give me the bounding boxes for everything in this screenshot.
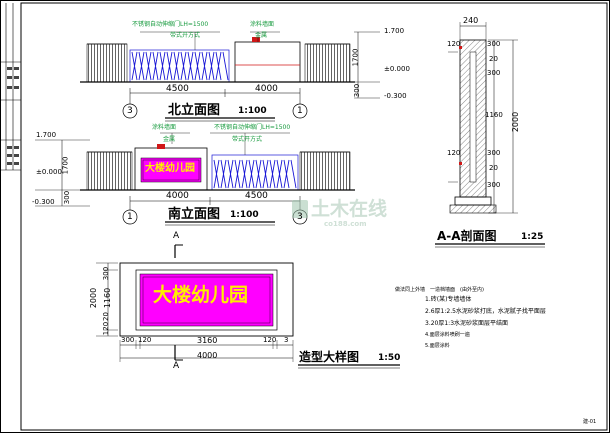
notes-head: 做法同上外墙 一造档墙面 (由外至内) — [395, 287, 484, 293]
south-h-lower: 300 — [63, 190, 72, 205]
section-20-top: 20 — [489, 55, 498, 63]
section-120-top: 120 — [447, 40, 461, 48]
notes-line-3: 3.20厚1:3水泥砂浆面层平结面 — [425, 320, 509, 327]
south-wall-label: 涂料墙面 — [152, 124, 177, 131]
notes-line-2: 2.6厚1:2.5水泥砂浆打底，水泥腻子找平面层 — [425, 308, 546, 315]
detail-d-3160: 3160 — [197, 336, 218, 345]
detail-d-300: 300 — [121, 336, 135, 344]
drawing-frame — [20, 2, 608, 431]
detail-v-20: 20 — [101, 312, 110, 321]
north-dim-right: 4000 — [255, 84, 278, 94]
south-wall-label-2: 金属 — [163, 136, 176, 143]
section-20-bottom: 20 — [489, 164, 498, 172]
notes-line-4: 4.面层涂料喷刷一遍 — [425, 332, 470, 338]
detail-scale: 1:50 — [378, 353, 401, 363]
north-rail-label-2: 带式开方式 — [170, 32, 201, 39]
page-number: 建-01 — [583, 419, 597, 425]
detail-v-120: 120 — [102, 321, 111, 336]
section-title: A-A剖面图 — [437, 229, 497, 243]
watermark-sub: co188.com — [324, 220, 367, 228]
north-elevation — [80, 31, 380, 119]
notes-line-5: 5.面层涂料 — [425, 343, 450, 349]
south-sign-text: 大楼幼儿园 — [145, 163, 195, 174]
detail-v-2000: 2000 — [89, 287, 99, 309]
south-axis-right: 3 — [297, 212, 303, 222]
detail-drawing — [96, 244, 294, 362]
detail-sign-panel — [139, 273, 274, 327]
title-block-marks — [7, 67, 19, 165]
south-rail-label-2: 带式开方式 — [232, 136, 263, 143]
section-width: 240 — [463, 16, 479, 25]
detail-d-120: 120 — [138, 336, 152, 344]
south-rail-label: 不锈钢自动伸缩门LH=1500 — [214, 124, 291, 131]
section-2000: 2000 — [511, 111, 521, 133]
detail-d-total: 4000 — [197, 351, 218, 360]
watermark-logo — [292, 200, 308, 218]
south-dim-left: 4000 — [166, 191, 189, 201]
south-sign-panel — [140, 157, 202, 183]
north-h-upper: 1700 — [351, 48, 360, 67]
north-dim-left: 4500 — [166, 84, 189, 94]
north-scale: 1:100 — [238, 106, 267, 116]
north-level-zero: ±0.000 — [384, 65, 410, 73]
north-wall — [234, 41, 301, 83]
north-axis-right: 1 — [297, 106, 303, 116]
detail-v-1160: 1160 — [103, 287, 113, 309]
watermark-text: 土木在线 — [311, 198, 388, 220]
south-dim-right: 4500 — [245, 191, 268, 201]
north-gate — [129, 49, 230, 83]
section-300-bottom: 300 — [487, 181, 501, 189]
north-title: 北立面图 — [168, 103, 221, 118]
detail-cut-top: A — [173, 231, 180, 241]
north-wall-label: 涂料墙面 — [250, 21, 275, 28]
south-level-top: 1.700 — [36, 131, 57, 139]
north-level-bottom: -0.300 — [384, 92, 407, 100]
south-h-upper: 1700 — [61, 156, 70, 175]
south-title: 南立面图 — [168, 207, 221, 222]
north-axis-left: 3 — [127, 106, 133, 116]
section-300-top: 300 — [487, 40, 501, 48]
south-gate — [211, 154, 299, 191]
south-scale: 1:100 — [230, 210, 259, 220]
aa-section — [448, 22, 518, 214]
south-level-zero: ±0.000 — [36, 168, 62, 176]
section-300-mid: 300 — [487, 69, 501, 77]
section-120-bottom: 120 — [447, 149, 461, 157]
detail-sign-text: 大楼幼儿园 — [153, 284, 249, 306]
detail-cut-bottom: A — [173, 361, 180, 371]
north-level-top: 1.700 — [384, 27, 405, 35]
section-300-lower: 300 — [487, 149, 501, 157]
north-h-lower: 300 — [353, 83, 362, 98]
north-wall-label-2: 金属 — [255, 32, 268, 39]
detail-title: 造型大样图 — [299, 350, 360, 364]
detail-v-300: 300 — [102, 266, 111, 281]
south-elevation — [35, 132, 355, 225]
south-level-bottom: -0.300 — [32, 198, 55, 206]
south-axis-left: 1 — [127, 212, 133, 222]
detail-d-120b: 120 — [263, 336, 277, 344]
notes-line-1: 1.砖(某)专墙墙体 — [425, 296, 472, 303]
section-1160: 1160 — [485, 111, 503, 119]
detail-d-300b: 3 — [284, 336, 289, 344]
north-rail-label: 不锈钢自动伸缩门LH=1500 — [132, 21, 209, 28]
section-scale: 1:25 — [521, 232, 544, 242]
